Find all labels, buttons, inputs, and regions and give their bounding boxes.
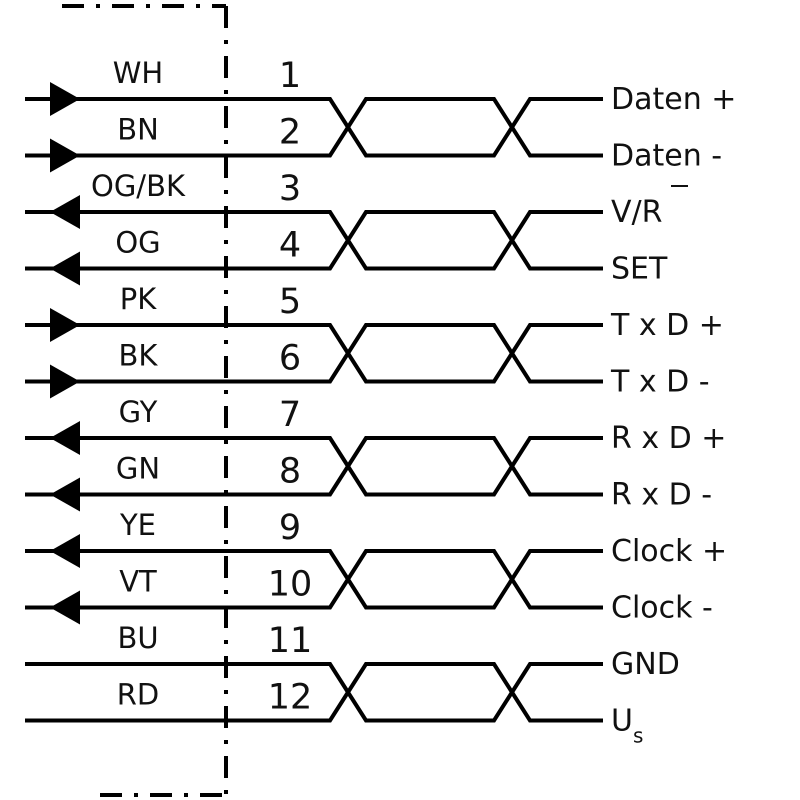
arrow-out-icon: [50, 421, 80, 455]
wire-color-label: BU: [117, 621, 158, 655]
wire-color-label: OG/BK: [91, 169, 186, 203]
wire-pin-7: [25, 436, 603, 470]
arrow-in-icon: [50, 138, 80, 173]
wire-color-label: VT: [119, 565, 157, 599]
signal-label: Clock -: [611, 591, 713, 626]
arrow-out-icon: [50, 195, 80, 229]
signal-label: SET: [611, 252, 668, 287]
wire-color-label: YE: [119, 508, 156, 542]
signal-label: Daten -: [611, 139, 722, 174]
pin-number-label: 3: [279, 169, 301, 209]
wire-pin-5: [25, 323, 603, 357]
pin-number-label: 2: [279, 113, 301, 153]
wire-pin-10: [25, 575, 603, 610]
wire-color-label: GN: [116, 452, 160, 486]
arrow-out-icon: [50, 251, 80, 286]
signal-subscript: s: [633, 724, 643, 748]
pin-number-label: 5: [279, 282, 301, 322]
signal-label: T x D +: [610, 308, 724, 343]
wire-color-label: PK: [120, 282, 157, 316]
wire-pin-2: [25, 123, 603, 158]
pin-number-label: 10: [268, 565, 313, 605]
wire-color-label: BN: [117, 113, 159, 147]
signal-label: V/R: [611, 195, 662, 230]
arrow-out-icon: [50, 477, 80, 512]
signal-label: Daten +: [611, 82, 736, 117]
wire-pin-3: [25, 210, 603, 244]
wires-layer: [25, 82, 603, 723]
wire-pin-6: [25, 349, 603, 384]
signal-label: R x D -: [611, 478, 712, 513]
pin-number-label: 4: [279, 226, 301, 266]
signal-label: GND: [611, 647, 680, 682]
pin-number-label: 1: [279, 56, 301, 96]
signal-label: Us: [611, 704, 643, 748]
wire-color-label: BK: [119, 339, 159, 373]
pin-number-label: 8: [279, 452, 301, 492]
pin-number-label: 11: [268, 621, 313, 661]
wire-pin-9: [25, 549, 603, 583]
wire-color-label: WH: [113, 56, 163, 90]
arrow-in-icon: [50, 82, 80, 116]
signal-label: T x D -: [610, 365, 710, 400]
pin-number-label: 12: [268, 678, 313, 718]
arrow-in-icon: [50, 308, 80, 342]
wire-pin-1: [25, 97, 603, 131]
wire-pin-12: [25, 688, 603, 723]
wire-pin-11: [25, 662, 603, 696]
pin-number-label: 6: [279, 339, 301, 379]
pin-number-label: 7: [279, 395, 301, 435]
wire-color-label: RD: [117, 678, 159, 712]
arrow-in-icon: [50, 364, 80, 399]
wire-pin-4: [25, 236, 603, 271]
wire-color-label: OG: [115, 226, 160, 260]
wire-pin-8: [25, 462, 603, 497]
signal-label: Clock +: [611, 534, 727, 569]
signal-label: R x D +: [611, 421, 726, 456]
wire-color-label: GY: [119, 395, 158, 429]
arrow-out-icon: [50, 590, 80, 625]
pin-number-label: 9: [279, 508, 301, 548]
arrow-out-icon: [50, 534, 80, 568]
